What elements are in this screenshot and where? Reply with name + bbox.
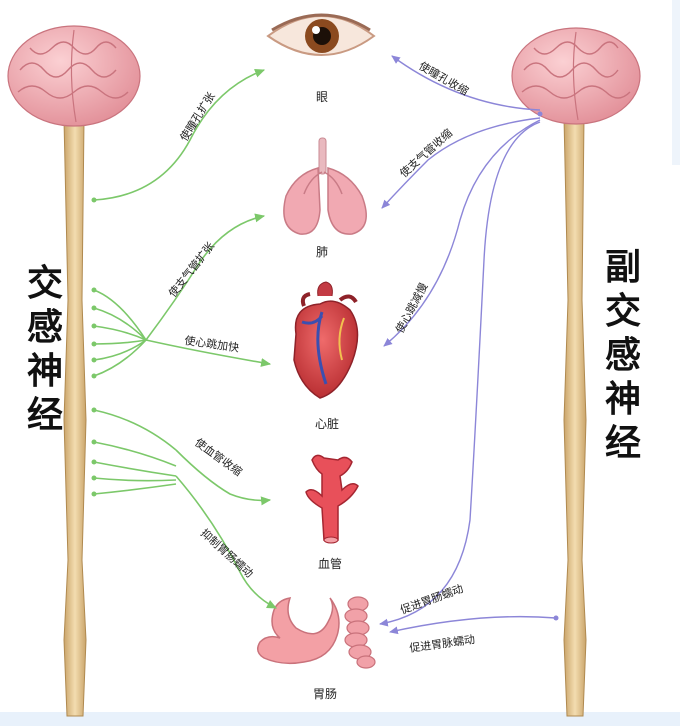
para-label-gut-1: 促进胃肠蠕动 — [398, 581, 465, 617]
para-path-eye — [391, 55, 541, 111]
sym-path-heart — [145, 339, 272, 367]
sym-label-heart: 使心跳加快 — [184, 333, 240, 355]
left-brain — [7, 25, 141, 127]
organ-label-stomach: 胃肠 — [313, 687, 337, 701]
organ-label-eye: 眼 — [316, 90, 328, 104]
sympathetic-title-text: 交感神经 — [26, 263, 63, 436]
edge-band-bottom — [0, 712, 680, 726]
left-spinal-cord — [63, 119, 87, 717]
organ-label-vessel: 血管 — [318, 556, 342, 571]
sym-path-eye — [93, 68, 266, 201]
right-brain — [511, 27, 641, 125]
para-path-gut-upper — [379, 121, 541, 627]
sympathetic-title: 交感神经 — [22, 262, 68, 438]
para-label-heart: 使心跳减慢 — [392, 280, 430, 335]
para-path-heart — [383, 119, 541, 347]
parasympathetic-nerves — [379, 55, 557, 635]
edge-band-right — [672, 0, 680, 165]
lung-icon — [283, 137, 367, 235]
sym-path-lung — [145, 213, 266, 341]
para-label-bronchi: 使支气管收缩 — [397, 126, 455, 181]
parasympathetic-title-text: 副交感神经 — [604, 247, 641, 464]
para-path-lung — [381, 117, 541, 209]
organ-label-heart: 心脏 — [315, 416, 339, 431]
sym-path-gut — [175, 475, 278, 609]
sym-bundle-lower — [93, 409, 177, 495]
sym-label-pupil: 使瞳孔扩张 — [177, 90, 218, 144]
sym-label-gut: 抑制胃肠蠕动 — [198, 526, 256, 581]
para-label-gut-2: 促进胃脉蠕动 — [408, 632, 475, 655]
para-label-pupil: 使瞳孔收缩 — [417, 58, 472, 98]
blood-vessel-icon — [305, 454, 359, 544]
organ-label-lung: 肺 — [316, 245, 328, 259]
stomach-intestine-icon — [257, 596, 376, 669]
sym-label-bronchi: 使支气管扩张 — [165, 239, 217, 300]
para-path-gut-lower — [389, 615, 557, 635]
sym-path-vessel — [175, 449, 272, 506]
sympathetic-nerves — [93, 68, 278, 609]
heart-icon — [293, 281, 359, 399]
parasympathetic-title: 副交感神经 — [600, 246, 646, 466]
sym-bundle-upper — [93, 289, 147, 377]
right-spinal-cord — [563, 117, 587, 717]
nerve-junction-dots — [91, 111, 559, 621]
eye-icon — [266, 13, 376, 56]
